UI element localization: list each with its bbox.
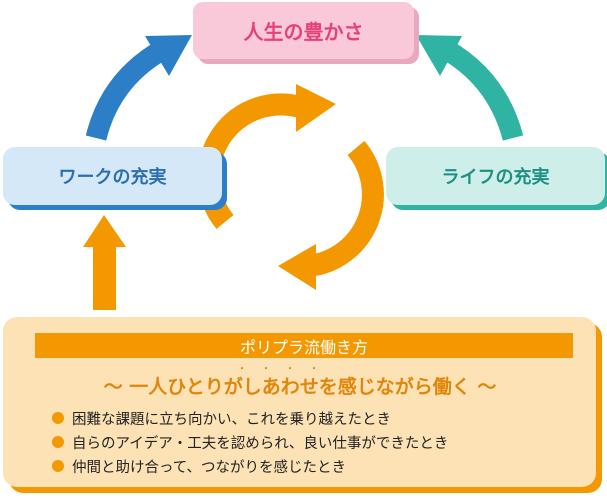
workstyle-banner-label: ポリプラ流働き方	[239, 337, 368, 357]
arrow-work-to-life-richness	[85, 35, 192, 141]
list-item: 仲間と助け合って、つながりを感じたとき	[52, 454, 448, 478]
bullet-icon	[52, 412, 64, 424]
life-fulfillment-node: ライフの充実	[386, 147, 605, 205]
cycle-icon	[197, 84, 384, 290]
emphasis-dots: ・・・・	[237, 364, 333, 375]
workstyle-list: 困難な課題に立ち向かい、これを乗り越えたとき 自らのアイデア・工夫を認められ、良…	[52, 406, 448, 478]
work-fulfillment-label: ワークの充実	[58, 167, 167, 188]
life-fulfillment-label: ライフの充実	[441, 167, 550, 188]
work-fulfillment-node: ワークの充実	[3, 147, 222, 205]
life-richness-label: 人生の豊かさ	[243, 20, 364, 44]
bullet-icon	[52, 460, 64, 472]
list-item: 自らのアイデア・工夫を認められ、良い仕事ができたとき	[52, 430, 448, 454]
list-item-text: 自らのアイデア・工夫を認められ、良い仕事ができたとき	[72, 435, 449, 452]
list-item-text: 仲間と助け合って、つながりを感じたとき	[72, 459, 347, 476]
list-item: 困難な課題に立ち向かい、これを乗り越えたとき	[52, 406, 448, 430]
workstyle-slogan: ～ 一人ひとりがしあわせを感じながら働く ～	[103, 375, 497, 398]
arrow-workstyle-to-work	[83, 215, 126, 310]
list-item-text: 困難な課題に立ち向かい、これを乗り越えたとき	[72, 411, 391, 428]
bullet-icon	[52, 436, 64, 448]
workstyle-banner: ポリプラ流働き方	[35, 333, 573, 358]
life-richness-node: 人生の豊かさ	[193, 2, 414, 59]
arrow-life-to-life-richness	[416, 35, 524, 141]
